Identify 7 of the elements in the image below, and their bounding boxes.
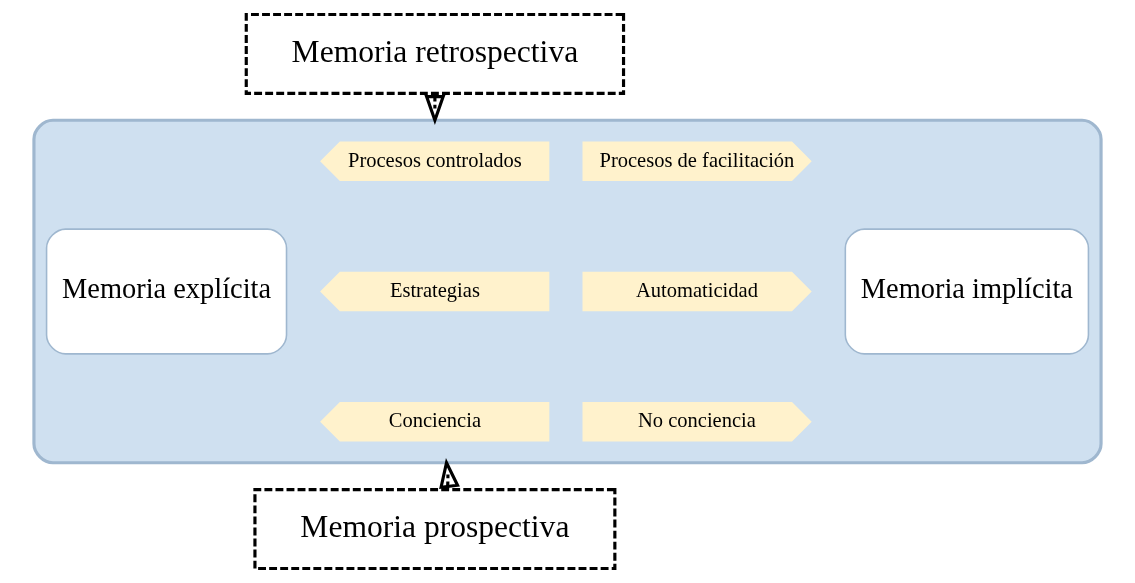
node-box: Memoria explícita [45,228,288,355]
node-box: Memoria prospectiva [253,488,617,571]
node-box: Memoria implícita [844,228,1090,355]
arrow [424,93,446,125]
node-box: Memoria retrospectiva [244,12,626,95]
arrow [439,458,460,490]
cluster [32,118,1103,465]
